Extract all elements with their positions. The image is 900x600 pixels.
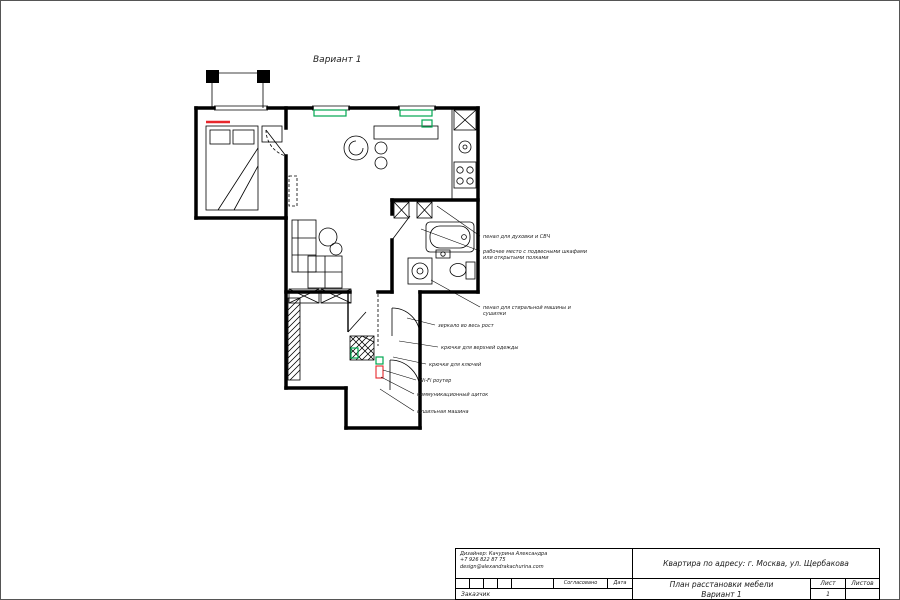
approved-label: Согласовано — [554, 579, 608, 589]
stamp-cell — [484, 579, 498, 589]
balcony-bay — [206, 70, 270, 108]
designer-info: Дизайнер: Качурина Александра +7 926 822… — [456, 549, 633, 579]
entry-bench-hatched — [349, 335, 375, 361]
bedroom-furniture — [205, 120, 298, 211]
annotation-text: пенал для духовки и СВЧ — [483, 234, 551, 240]
bathroom-door-leaf — [391, 215, 411, 241]
sheet-number: 1 — [811, 589, 846, 600]
stamp-cell — [456, 579, 470, 589]
green-marker — [375, 356, 384, 365]
designer-name: Дизайнер: Качурина Александра — [460, 551, 548, 557]
stamp-cell — [498, 579, 512, 589]
bed — [205, 125, 259, 211]
sheets-number — [846, 589, 879, 600]
client-label: Заказчик — [456, 589, 633, 600]
sheet-label: Лист — [811, 579, 846, 589]
wardrobe-cabinet — [288, 288, 352, 304]
tv-panel — [288, 175, 298, 207]
red-marker — [375, 365, 384, 379]
annotation-text: крючки для верхней одежды — [441, 345, 518, 351]
fridge — [453, 109, 477, 131]
stamp-cell — [512, 579, 554, 589]
annotation-text: сушилки — [483, 311, 507, 317]
document-subtitle: Вариант 1 — [701, 590, 742, 599]
hall-wardrobe-hatched — [287, 297, 301, 381]
armchair — [343, 135, 369, 161]
annotation-text: зеркало во весь рост — [438, 323, 495, 329]
green-marker — [350, 347, 359, 359]
leader-lines — [379, 205, 481, 412]
document-title: План расстановки мебели — [669, 580, 774, 590]
title-block: Дизайнер: Качурина Александра +7 926 822… — [455, 548, 880, 600]
sheets-label: Листов — [846, 579, 879, 589]
annotation-text: Wi-Fi роутер — [419, 378, 451, 384]
door-swings — [347, 307, 421, 391]
coffee-table — [318, 227, 343, 256]
washing-machine — [407, 257, 433, 285]
chair — [374, 141, 388, 155]
project-address: Квартира по адресу: г. Москва, ул. Щерба… — [633, 549, 879, 579]
sink — [458, 140, 472, 154]
hallway — [287, 294, 421, 391]
stove — [453, 161, 477, 189]
green-marker — [421, 119, 433, 128]
living-furniture — [288, 125, 439, 304]
date-label: Дата — [608, 579, 633, 589]
annotation-text: крючки для ключей — [429, 362, 482, 368]
nightstand — [261, 125, 283, 143]
annotation-text: или открытыми полками — [483, 255, 549, 261]
bathroom — [391, 201, 476, 285]
green-marker — [399, 109, 433, 117]
annotation-text: сушильная машина — [417, 409, 469, 415]
designer-phone: +7 926 822 87 75 — [460, 557, 506, 564]
designer-email: design@alexandrakachurina.com — [460, 563, 544, 570]
annotation-text: пенал для стиральной машины и — [483, 305, 572, 311]
kitchen-counter — [451, 107, 479, 201]
wall-pier — [257, 70, 270, 83]
bedroom-door — [265, 129, 287, 157]
kitchen — [313, 107, 479, 201]
shelving-unit — [307, 255, 343, 289]
dining-table — [373, 125, 439, 170]
stamp-cell — [470, 579, 484, 589]
plan-variant-title: Вариант 1 — [313, 55, 362, 65]
green-marker — [313, 109, 347, 117]
toilet — [449, 261, 476, 280]
annotation-labels: пенал для духовки и СВЧ рабочее место с … — [417, 234, 588, 415]
tall-cabinet — [393, 201, 433, 219]
chair — [374, 156, 388, 170]
pillow — [232, 129, 255, 145]
bathroom-sink — [435, 249, 451, 259]
annotation-text: рабочее место с подвесными шкафами — [482, 249, 588, 255]
wall-pier — [206, 70, 219, 83]
sofa — [291, 219, 317, 273]
document-title-cell: План расстановки мебели Вариант 1 — [633, 579, 811, 600]
pillow — [209, 129, 231, 145]
annotation-text: коммуникационный щиток — [417, 392, 488, 398]
